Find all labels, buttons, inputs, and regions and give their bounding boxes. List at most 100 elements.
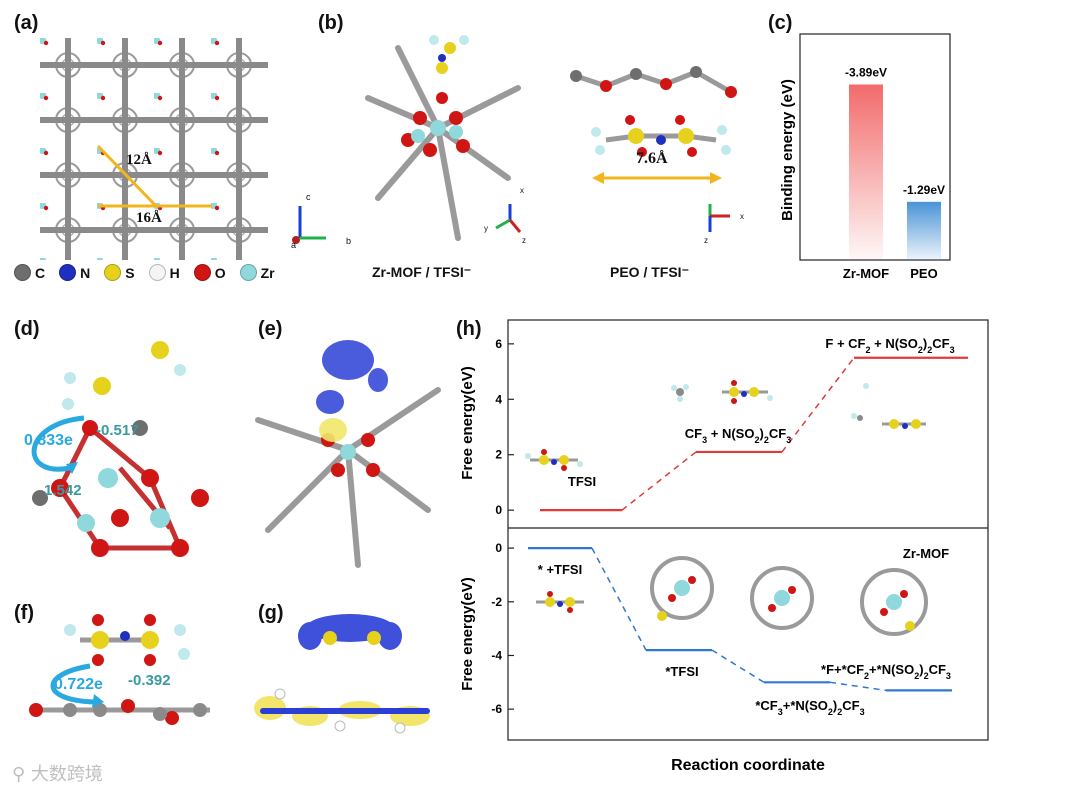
distance-arrow-b (592, 172, 722, 184)
level-label-star-cf3: *CF3+*N(SO2)2CF3 (755, 698, 864, 717)
binding-energy-chart: Binding energy (eV) -3.89eV -1.29eV Zr-M… (779, 33, 951, 281)
chart-h-bottom-yaxis: 0 -2 -4 -6 (491, 541, 514, 716)
legend-swatch-h (148, 264, 166, 281)
legend-swatch-zr (239, 264, 257, 281)
level-label-tfsi: TFSI (568, 474, 596, 489)
distance-label-16: 16Å (136, 210, 162, 226)
ytick-label: 4 (495, 392, 502, 406)
chart-h-frame (507, 319, 989, 741)
bar-label-zr-mof: -3.89eV (845, 65, 887, 79)
category-peo: PEO (910, 266, 937, 281)
panel-e-density-structure (255, 340, 441, 568)
charge-value-d2: 1.542 (44, 482, 82, 499)
caption-zrmof-tfsi: Zr-MOF / TFSI⁻ (372, 264, 472, 280)
axis-triad-b-left (495, 204, 522, 233)
panel-label-h: (h) (456, 318, 482, 340)
free-energy-chart: 0 2 4 6 0 -2 -4 -6 Free energy(eV) Free energy… (459, 319, 989, 774)
ytick-label: -2 (491, 595, 502, 609)
axis-label-c: c (306, 192, 311, 202)
panel-a-lattice (40, 38, 268, 260)
charge-transfer-f: 0.722e (54, 676, 103, 693)
zr-mof-adsorption-structure-2 (750, 566, 814, 630)
legend-item-n: N (59, 264, 90, 281)
panel-b-zrmof-structure (365, 35, 521, 241)
category-zr-mof: Zr-MOF (843, 266, 889, 281)
panel-d-charge-structure (31, 341, 209, 557)
level-label-star-f-cf2: *F+*CF2+*N(SO2)2CF3 (821, 662, 951, 681)
nso2-fragment-icon (722, 380, 773, 404)
legend-item-s: S (104, 264, 135, 281)
legend-label-c: C (35, 264, 46, 281)
legend-label-s: S (125, 264, 135, 281)
panel-label-a: (a) (14, 12, 39, 34)
panel-label-c: (c) (768, 12, 793, 34)
charge-value-f: -0.392 (128, 672, 171, 689)
legend-swatch-c (14, 264, 31, 281)
watermark-text: 大数跨境 (30, 764, 103, 785)
legend-swatch-s (104, 264, 122, 281)
chart-h-top-ylabel: Free energy(eV) (459, 366, 476, 479)
axis-label-y-left: y (484, 224, 488, 233)
atom-legend: C N S H O Zr (14, 264, 283, 281)
axis-label-x-right: x (740, 212, 744, 221)
panel-g-density-structure (254, 614, 430, 734)
panel-label-g: (g) (258, 602, 284, 624)
chart-h-bottom-levels (528, 547, 952, 692)
panel-b-peo-structure (570, 66, 737, 157)
chart-c-ylabel: Binding energy (eV) (779, 79, 796, 221)
panel-label-f: (f) (14, 602, 34, 624)
legend-label-n: N (80, 264, 91, 281)
legend-swatch-o (193, 264, 211, 281)
panel-label-b: (b) (318, 12, 344, 34)
bar-peo (907, 201, 941, 260)
panel-label-d: (d) (14, 318, 40, 340)
legend-swatch-n (59, 264, 77, 281)
legend-label-h: H (169, 264, 180, 281)
distance-label-12: 12Å (126, 152, 152, 168)
charge-value-d1: -0.517 (96, 422, 139, 439)
axis-label-a: a (291, 240, 297, 250)
charge-transfer-d: 0.833e (24, 432, 73, 449)
tfsi-molecule-icon-bottom (536, 591, 584, 613)
energy-connector-1 (621, 451, 697, 511)
watermark-icon: ⚲ (12, 764, 26, 785)
bar-zr-mof (849, 84, 883, 260)
axis-triad-a (292, 206, 326, 244)
zr-mof-adsorption-structure-3 (860, 568, 928, 636)
ytick-label: 6 (495, 337, 502, 351)
level-label-cf3: CF3 + N(SO2)2CF3 (685, 426, 791, 445)
legend-label-o: O (214, 264, 226, 281)
axis-triad-b-right (708, 204, 730, 232)
energy-connector-1 (591, 547, 647, 651)
zr-mof-annotation: Zr-MOF (903, 546, 949, 561)
axis-label-z-left: z (522, 236, 526, 245)
caption-peo-tfsi: PEO / TFSI⁻ (610, 264, 689, 280)
panel-f-charge-structure (29, 614, 210, 725)
bar-label-peo: -1.29eV (903, 183, 945, 197)
chart-h-top-levels (540, 356, 968, 512)
legend-label-zr: Zr (260, 264, 275, 281)
legend-item-o: O (193, 264, 226, 281)
f-cf2-fragment-icon (851, 383, 926, 429)
legend-item-zr: Zr (239, 264, 275, 281)
chart-h-xlabel: Reaction coordinate (671, 757, 825, 774)
ytick-label: 0 (495, 541, 502, 555)
ytick-label: -6 (491, 702, 502, 716)
chart-h-top-yaxis: 0 2 4 6 (495, 337, 514, 517)
chart-h-bottom-ylabel: Free energy(eV) (459, 577, 476, 690)
ytick-label: 0 (495, 503, 502, 517)
tfsi-molecule-icon (525, 449, 583, 471)
panel-label-e: (e) (258, 318, 283, 340)
level-label-f-cf2: F + CF2 + N(SO2)2CF3 (825, 336, 954, 355)
legend-item-c: C (14, 264, 45, 281)
ytick-label: 2 (495, 448, 502, 462)
watermark-logo: ⚲ 大数跨境 (12, 760, 103, 786)
energy-connector-2 (711, 649, 765, 683)
distance-label-76: 7.6Å (636, 150, 668, 167)
legend-item-h: H (148, 264, 180, 281)
energy-connector-2 (781, 357, 855, 453)
energy-connector-3 (829, 681, 887, 692)
level-label-star-tfsi: * +TFSI (538, 562, 582, 577)
zr-mof-adsorption-structure-1 (650, 556, 714, 621)
ytick-label: -4 (491, 648, 502, 662)
